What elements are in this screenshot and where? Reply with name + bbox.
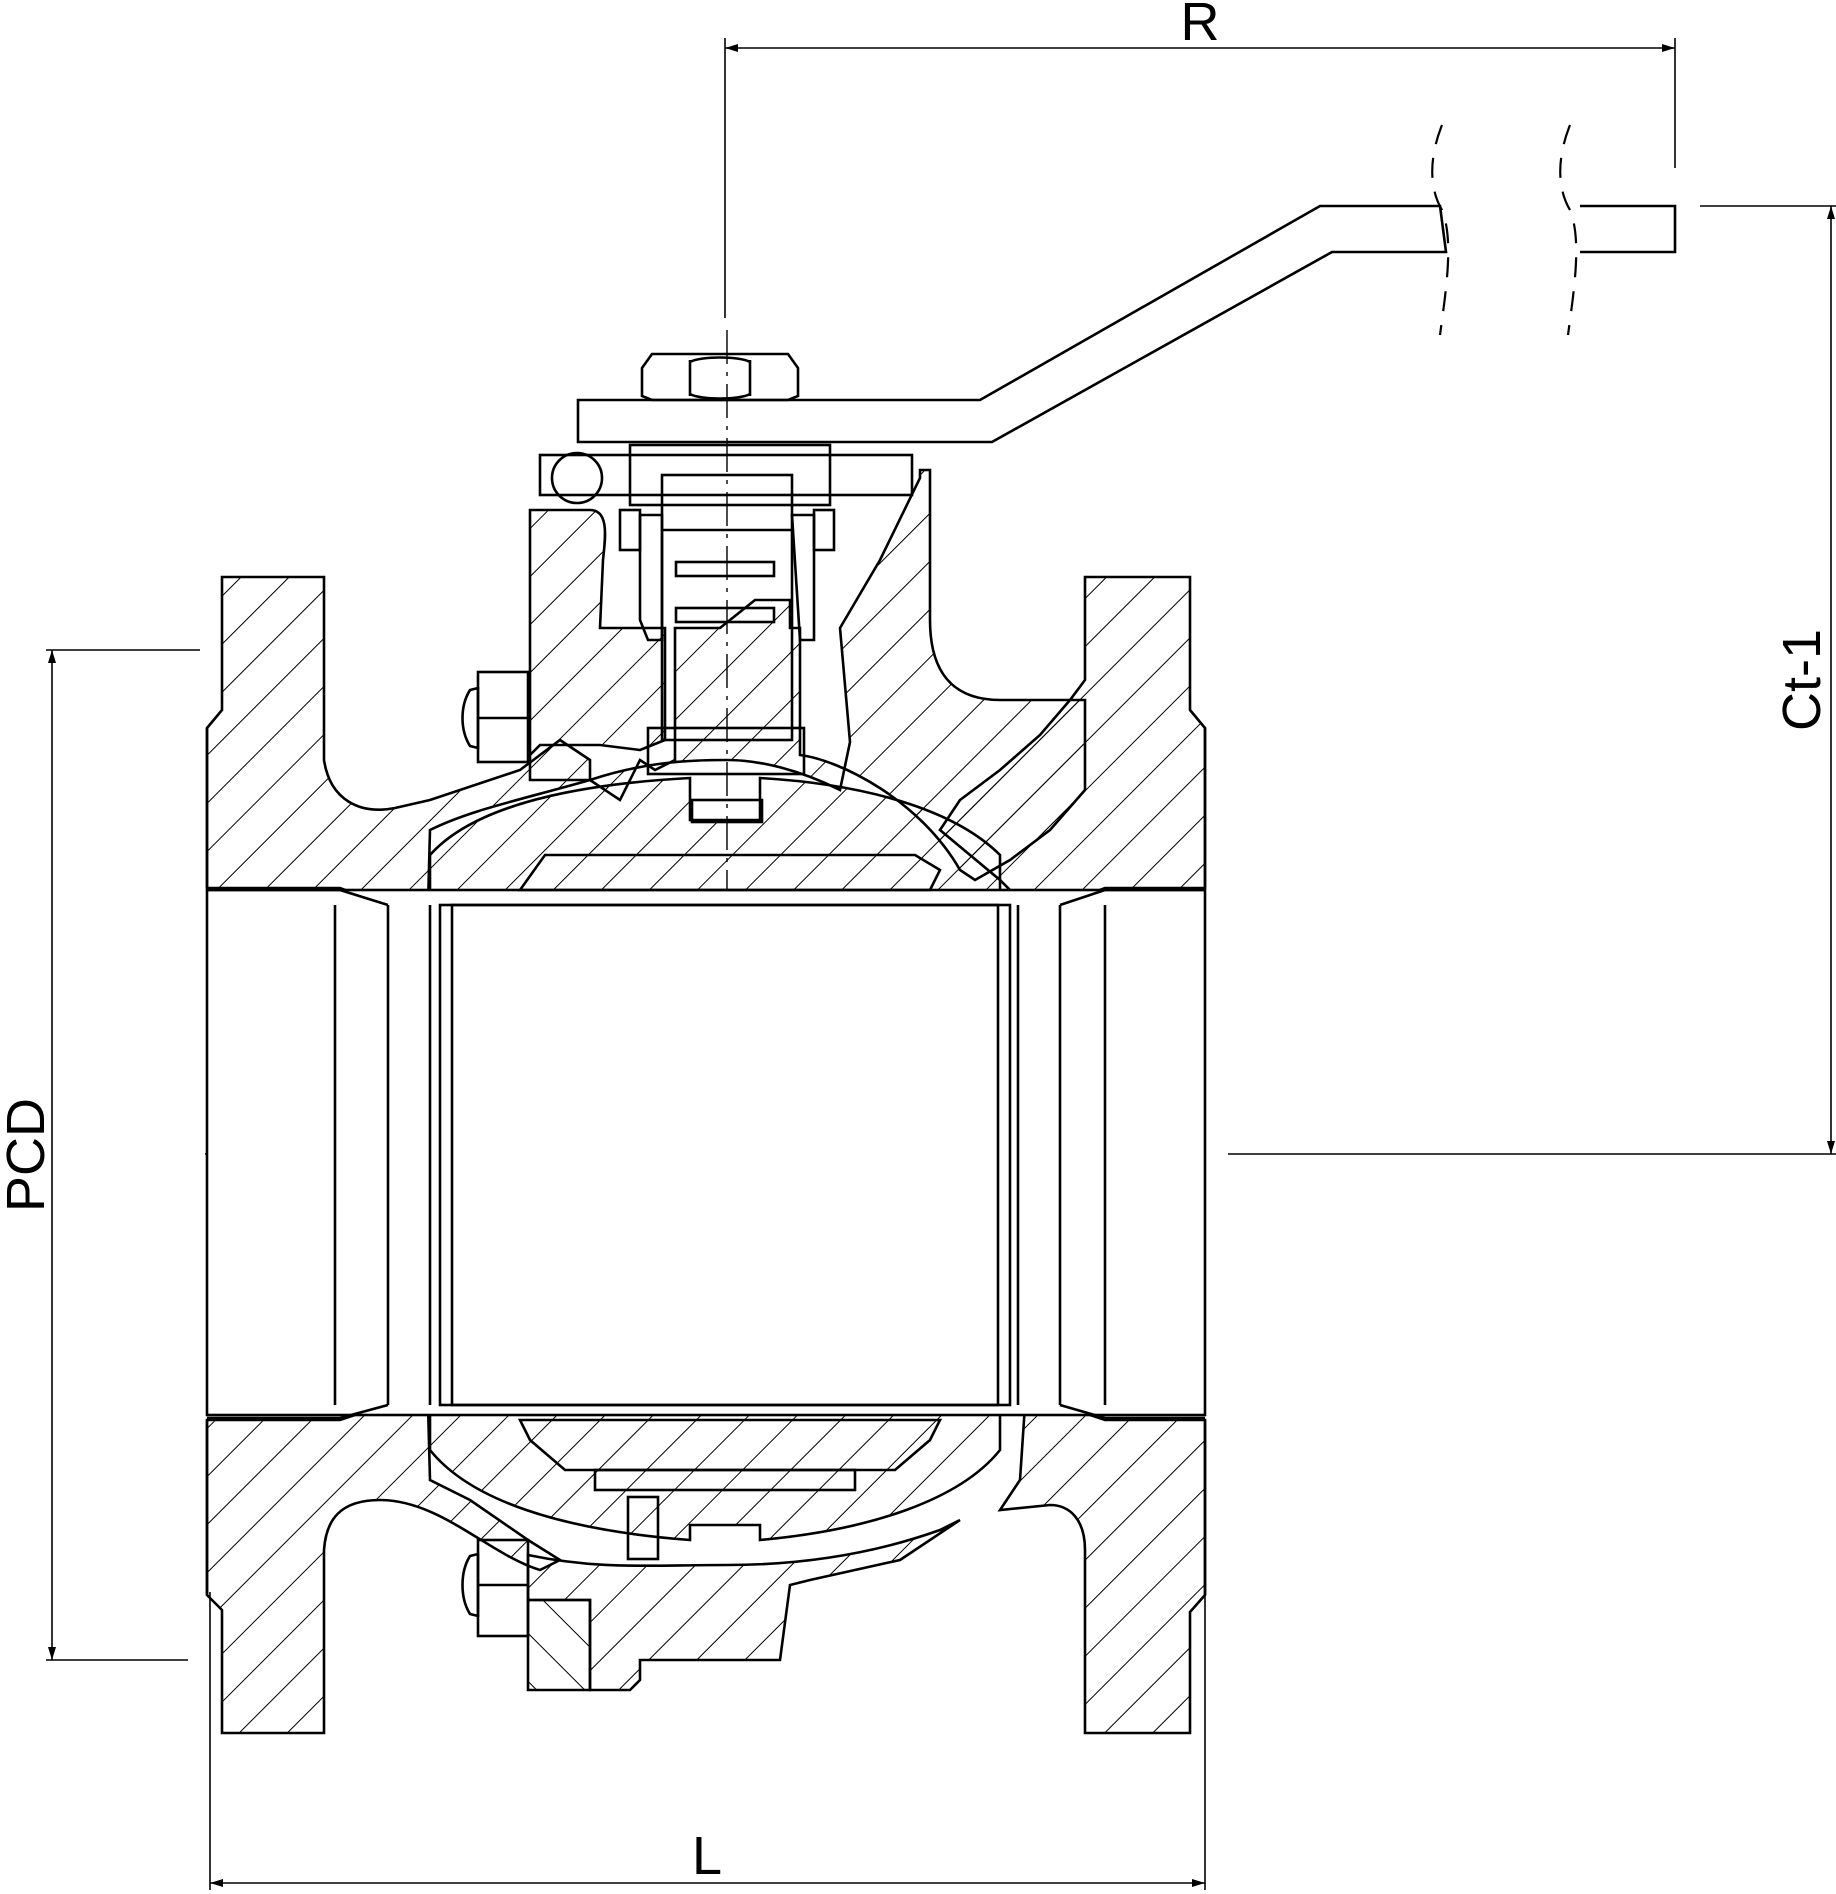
ball-bottom-cap xyxy=(428,1403,1002,1542)
seat-rings xyxy=(517,853,943,1492)
dimension-ct1: Ct-1 xyxy=(1228,205,1836,1155)
dimension-l-label: L xyxy=(692,1826,722,1886)
left-flange-bottom xyxy=(205,1403,563,1735)
lever-handle xyxy=(576,124,1677,444)
bolt-bottom xyxy=(461,1495,660,1638)
right-flange-bottom xyxy=(997,1403,1207,1735)
ball-top-cap xyxy=(428,776,1002,907)
dimension-r-label: R xyxy=(1181,0,1220,52)
gland-packing xyxy=(538,443,914,642)
dimension-pcd-label: PCD xyxy=(0,1098,56,1212)
dimension-l: L xyxy=(209,1592,1206,1890)
flange-outlines xyxy=(205,728,1207,1595)
bolt-top xyxy=(461,670,530,764)
valve-body-bottom xyxy=(526,1518,961,1692)
dimension-ct1-label: Ct-1 xyxy=(1772,629,1832,731)
dimension-r: R xyxy=(724,0,1676,318)
dimension-pcd: PCD xyxy=(0,649,200,1661)
valve-body-top xyxy=(528,468,1087,882)
flow-bore xyxy=(205,888,1207,1420)
hex-nut xyxy=(640,352,800,402)
